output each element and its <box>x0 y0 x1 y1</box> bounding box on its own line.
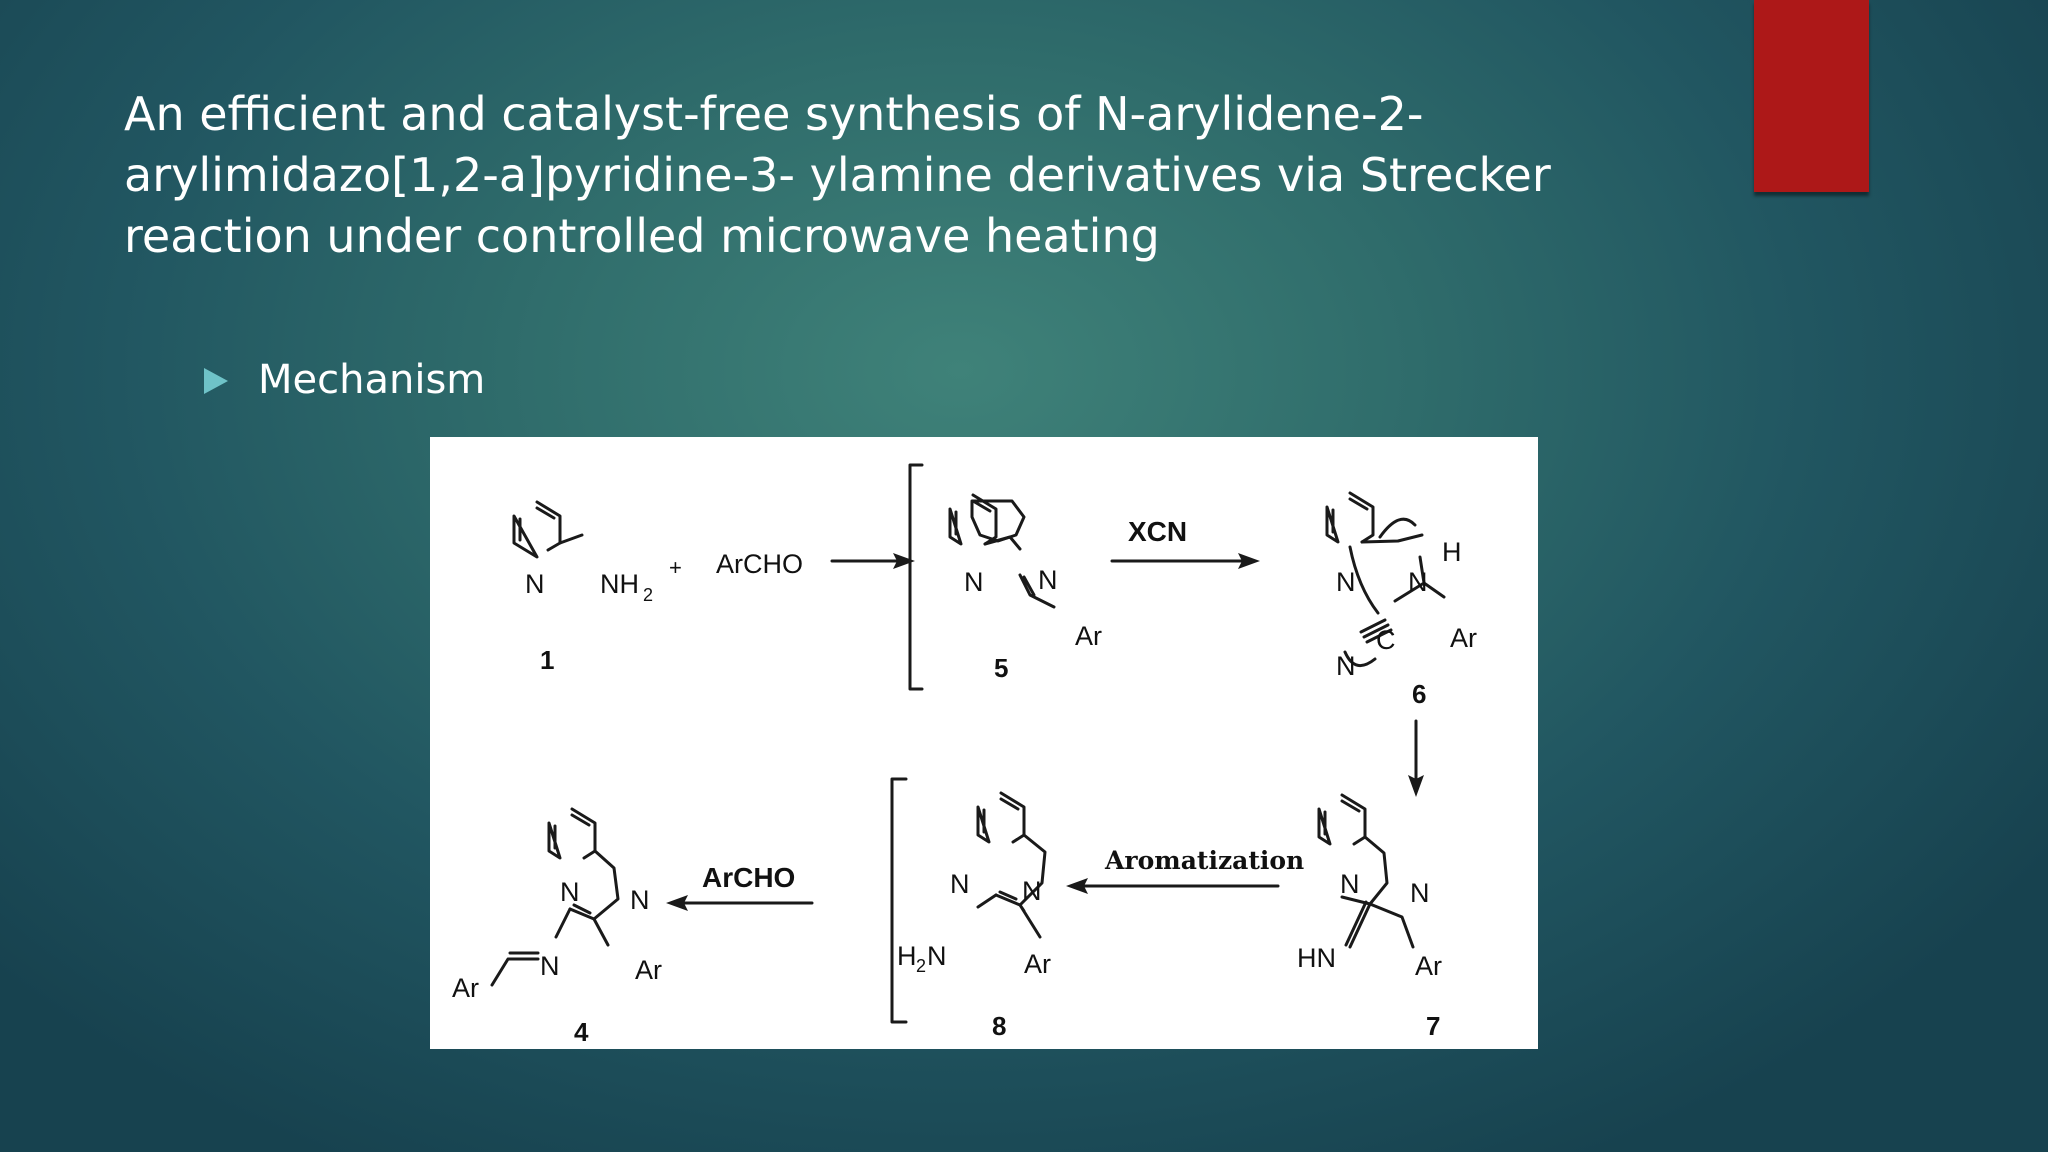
bullet-text: Mechanism <box>258 357 486 403</box>
atom-ar: Ar <box>1075 621 1102 651</box>
reagent-archo-bold: ArCHO <box>702 862 795 893</box>
atom-ar: Ar <box>1024 949 1051 979</box>
atom-n: N <box>950 869 970 899</box>
reagent-labels: XCN Aromatization ArCHO <box>702 516 1304 893</box>
slide-title: An efficient and catalyst-free synthesis… <box>124 84 1564 267</box>
atom-n: N <box>927 941 947 971</box>
atom-nh2: NH <box>600 569 639 599</box>
title-line: arylimidazo[1,2-a]pyridine-3- ylamine de… <box>124 148 1551 202</box>
atom-n: N <box>560 877 580 907</box>
atom-n: N <box>1340 869 1360 899</box>
atom-n: N <box>525 569 545 599</box>
reagent-archo: ArCHO <box>716 549 803 579</box>
compound-number-8: 8 <box>992 1011 1006 1041</box>
title-line: An efficient and catalyst-free synthesis… <box>124 87 1424 141</box>
label-aromatization: Aromatization <box>1104 846 1304 875</box>
atom-n: N <box>1336 567 1356 597</box>
atom-ar: Ar <box>635 955 662 985</box>
atom-ar: Ar <box>452 973 479 1003</box>
atom-h2n: H <box>897 941 917 971</box>
compound-numbers: 1 5 6 7 8 4 <box>540 645 1440 1047</box>
atom-hn: HN <box>1297 943 1336 973</box>
ring-structures <box>490 491 1446 1024</box>
compound-number-6: 6 <box>1412 679 1426 709</box>
atom-n: N <box>630 885 650 915</box>
compound-number-7: 7 <box>1426 1011 1440 1041</box>
compound-number-1: 1 <box>540 645 554 675</box>
reaction-mechanism-scheme: N NH 2 + ArCHO N N Ar N N H C N Ar N N H… <box>430 437 1538 1049</box>
atom-n: N <box>1410 878 1430 908</box>
compound-number-4: 4 <box>574 1017 589 1047</box>
atom-n: N <box>540 951 560 981</box>
mechanism-svg: N NH 2 + ArCHO N N Ar N N H C N Ar N N H… <box>452 463 1477 1047</box>
bullet-arrow-icon <box>204 368 228 394</box>
title-line: reaction under controlled microwave heat… <box>124 209 1160 263</box>
atom-labels: N NH 2 + ArCHO N N Ar N N H C N Ar N N H… <box>452 537 1477 1003</box>
atom-subscript-2: 2 <box>643 585 653 605</box>
atom-c: C <box>1376 625 1396 655</box>
plus-sign: + <box>669 555 682 580</box>
atom-n: N <box>964 567 984 597</box>
atom-n: N <box>1038 565 1058 595</box>
red-accent-tab <box>1754 0 1869 192</box>
atom-h: H <box>1442 537 1462 567</box>
arrowheads <box>666 553 1424 911</box>
atom-subscript-2: 2 <box>916 956 926 976</box>
atom-ar: Ar <box>1415 951 1442 981</box>
atom-n: N <box>1408 567 1428 597</box>
atom-ar: Ar <box>1450 623 1477 653</box>
atom-n: N <box>1022 876 1042 906</box>
compound-number-5: 5 <box>994 653 1008 683</box>
bonds <box>512 463 1418 905</box>
atom-n: N <box>1336 651 1356 681</box>
reagent-xcn: XCN <box>1128 516 1187 547</box>
